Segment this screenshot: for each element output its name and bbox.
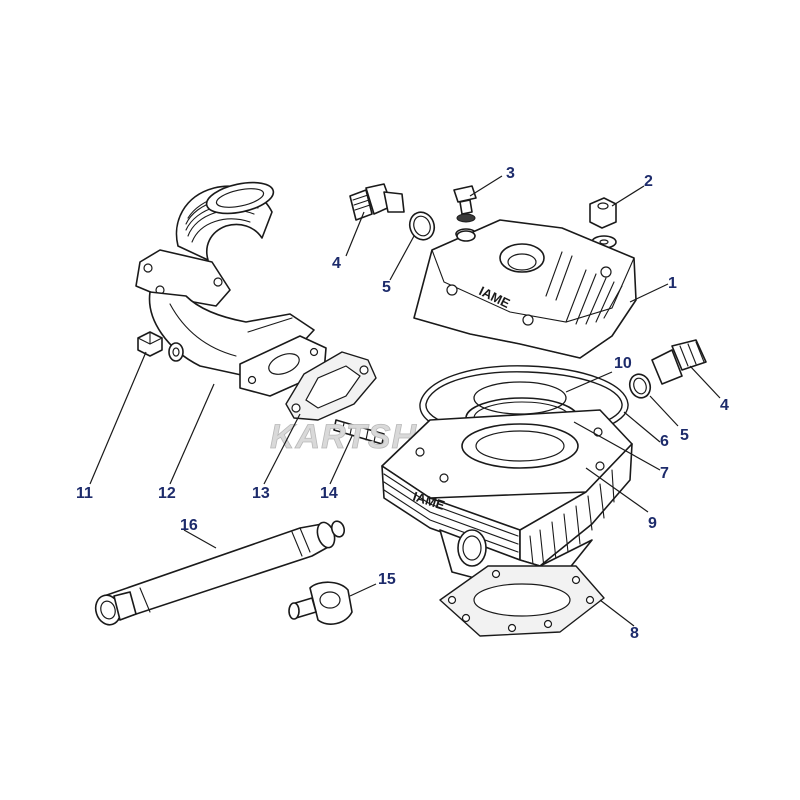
callout-4-right: 4 — [720, 397, 729, 414]
stud-part-14 — [333, 419, 385, 445]
callout-5-right: 5 — [680, 427, 689, 444]
nut-part-11 — [137, 331, 184, 362]
bracket-part-15 — [288, 581, 353, 625]
callout-15: 15 — [378, 571, 396, 588]
callout-11: 11 — [76, 485, 93, 502]
silencer-part-16 — [94, 520, 346, 626]
cylinder-head-part-1: IAME — [413, 219, 637, 359]
base-gasket-part-8 — [439, 565, 605, 637]
intake-elbow-part-12 — [135, 181, 327, 397]
callout-3: 3 — [506, 165, 515, 182]
callout-14: 14 — [320, 485, 338, 502]
callout-4-left: 4 — [332, 255, 341, 272]
callout-12: 12 — [158, 485, 176, 502]
callout-16: 16 — [180, 517, 198, 534]
leader-lines — [89, 175, 721, 627]
callout-8: 8 — [630, 625, 639, 642]
fitting-part-4-right — [628, 339, 707, 399]
callout-7: 7 — [660, 465, 669, 482]
callout-1: 1 — [668, 275, 677, 292]
callout-2: 2 — [644, 173, 653, 190]
callout-6: 6 — [660, 433, 669, 450]
callout-10: 10 — [614, 355, 632, 372]
callout-5-left: 5 — [382, 279, 391, 296]
callout-labels: 1 2 3 4 4 5 5 6 7 8 9 10 11 12 13 14 15 … — [76, 165, 729, 642]
callout-13: 13 — [252, 485, 270, 502]
exhaust-gasket-part-13 — [285, 351, 377, 421]
fitting-part-4-left — [349, 183, 436, 241]
cylinder-part-9: IAME — [381, 409, 633, 591]
callout-9: 9 — [648, 515, 657, 532]
